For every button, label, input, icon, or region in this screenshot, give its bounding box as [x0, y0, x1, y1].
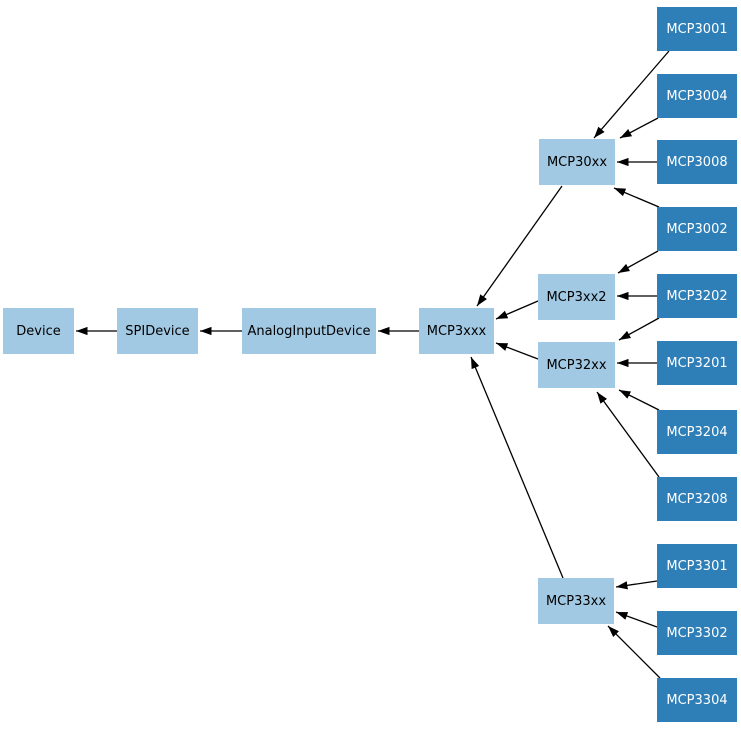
- node-mcp32xx-label: MCP32xx: [546, 357, 607, 373]
- node-mcp3204-label: MCP3204: [666, 424, 728, 440]
- node-mcp3xx2[interactable]: MCP3xx2: [538, 274, 615, 320]
- node-mcp3008[interactable]: MCP3008: [657, 140, 737, 184]
- node-mcp3008-label: MCP3008: [666, 154, 728, 170]
- node-mcp3001[interactable]: MCP3001: [657, 7, 737, 51]
- node-mcp3301[interactable]: MCP3301: [657, 544, 737, 588]
- edge-mcp3301-mcp33xx: [615, 580, 658, 590]
- node-mcp3202[interactable]: MCP3202: [657, 274, 737, 318]
- edge-mcp3202-mcp32xx: [618, 317, 660, 341]
- edge-mcp3002-mcp30xx: [613, 187, 660, 208]
- node-mcp3204[interactable]: MCP3204: [657, 410, 737, 454]
- node-mcp32xx[interactable]: MCP32xx: [538, 342, 615, 388]
- node-mcp3002-label: MCP3002: [666, 221, 728, 237]
- node-mcp3xxx-label: MCP3xxx: [426, 323, 487, 339]
- node-mcp3302[interactable]: MCP3302: [657, 611, 737, 655]
- node-mcp30xx-label: MCP30xx: [546, 154, 608, 170]
- node-mcp3xxx[interactable]: MCP3xxx: [419, 308, 494, 354]
- edge-mcp30xx-mcp3xxx: [476, 185, 563, 307]
- edge-mcp3304-mcp33xx: [607, 625, 661, 679]
- node-mcp3301-label: MCP3301: [666, 558, 728, 574]
- node-mcp33xx-label: MCP33xx: [545, 593, 607, 609]
- node-spidevice[interactable]: SPIDevice: [117, 308, 198, 354]
- edge-mcp33xx-mcp3xxx: [470, 356, 564, 579]
- edge-mcp32xx-mcp3xxx: [495, 342, 539, 360]
- node-mcp3004-label: MCP3004: [666, 88, 728, 104]
- node-mcp3304[interactable]: MCP3304: [657, 678, 737, 722]
- edge-mcp3xx2-mcp3xxx: [495, 300, 539, 320]
- node-mcp3002[interactable]: MCP3002: [657, 207, 737, 251]
- node-analoginputdevice[interactable]: AnalogInputDevice: [242, 308, 376, 354]
- node-mcp3004[interactable]: MCP3004: [657, 74, 737, 118]
- node-mcp3201[interactable]: MCP3201: [657, 341, 737, 385]
- edge-mcp3302-mcp33xx: [615, 611, 658, 628]
- edge-mcp3002-mcp3xx2: [617, 250, 659, 274]
- node-device[interactable]: Device: [3, 308, 74, 354]
- node-mcp3208-label: MCP3208: [666, 491, 728, 507]
- node-mcp3302-label: MCP3302: [666, 625, 728, 641]
- edge-mcp3208-mcp32xx: [596, 391, 660, 478]
- node-mcp3001-label: MCP3001: [666, 21, 728, 37]
- node-mcp3208[interactable]: MCP3208: [657, 477, 737, 521]
- node-mcp3xx2-label: MCP3xx2: [546, 289, 607, 305]
- node-analoginputdevice-label: AnalogInputDevice: [247, 323, 371, 339]
- edge-mcp3001-mcp30xx: [593, 50, 670, 139]
- node-mcp3201-label: MCP3201: [666, 355, 728, 371]
- node-device-label: Device: [16, 323, 61, 339]
- node-mcp30xx[interactable]: MCP30xx: [539, 139, 615, 185]
- node-mcp33xx[interactable]: MCP33xx: [538, 578, 614, 624]
- node-spidevice-label: SPIDevice: [125, 323, 190, 339]
- edge-mcp3204-mcp32xx: [618, 389, 660, 411]
- node-mcp3202-label: MCP3202: [666, 288, 728, 304]
- edge-mcp3004-mcp30xx: [619, 117, 659, 139]
- node-mcp3304-label: MCP3304: [666, 692, 728, 708]
